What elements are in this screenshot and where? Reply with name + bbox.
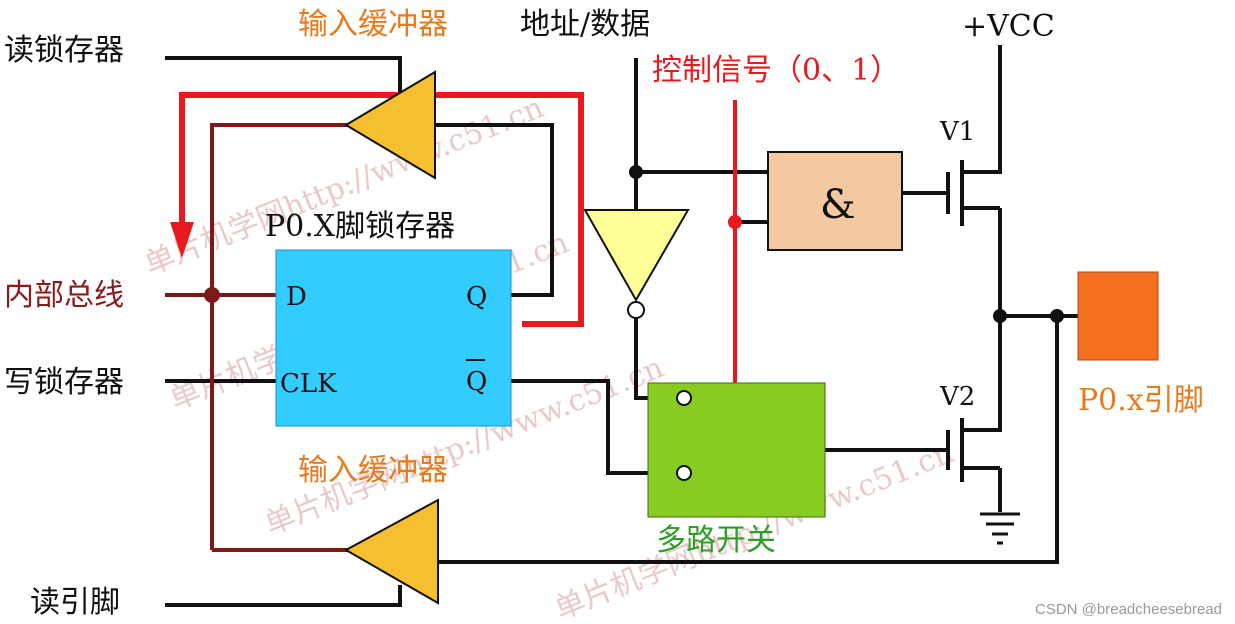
latch-box bbox=[275, 249, 512, 427]
labels: 读锁存器 输入缓冲器 地址/数据 +VCC 控制信号（0、1） V1 P0.X脚… bbox=[4, 7, 1204, 620]
lower-input-buffer bbox=[343, 498, 439, 605]
junction-dot bbox=[1050, 309, 1064, 323]
q-to-upper-buffer-wire bbox=[435, 123, 554, 297]
v2-label: V2 bbox=[939, 382, 975, 412]
pin-q-label: Q bbox=[466, 282, 487, 312]
qbar-to-mux-wire bbox=[511, 379, 685, 475]
highlight-path bbox=[170, 92, 584, 327]
input-buffer-bottom-label: 输入缓冲器 bbox=[298, 453, 448, 488]
junction-dot bbox=[993, 309, 1007, 323]
and-gate-symbol: & bbox=[820, 182, 856, 228]
credit-text: CSDN @breadcheesebread bbox=[1035, 601, 1222, 618]
pin-to-lower-buffer-wire bbox=[438, 316, 1059, 564]
mux-contact-upper bbox=[676, 390, 692, 406]
pin-d-label: D bbox=[286, 282, 307, 312]
read-pin-label: 读引脚 bbox=[30, 585, 120, 620]
inverter-bubble bbox=[627, 301, 645, 319]
internal-bus-label: 内部总线 bbox=[4, 278, 124, 313]
read-pin-wire bbox=[165, 585, 402, 607]
pin-clk-label: CLK bbox=[280, 369, 337, 399]
junction-dot bbox=[204, 287, 220, 303]
p0-pin-label: P0.x引脚 bbox=[1078, 383, 1204, 418]
control-signal-label: 控制信号（0、1） bbox=[652, 53, 900, 88]
signal-wires bbox=[165, 45, 1078, 607]
read-latch-wire bbox=[165, 56, 402, 100]
and-gate bbox=[767, 151, 903, 251]
highlight-wire bbox=[179, 92, 584, 327]
write-latch-label: 写锁存器 bbox=[4, 365, 124, 400]
v2-drain bbox=[962, 412, 1002, 432]
upper-input-buffer bbox=[344, 70, 436, 180]
bus-to-upper-buffer-wire bbox=[210, 123, 350, 550]
input-buffer-top-label: 输入缓冲器 bbox=[298, 7, 448, 42]
read-latch-label: 读锁存器 bbox=[4, 33, 124, 68]
transistor-v1 bbox=[946, 150, 1002, 226]
addr-data-label: 地址/数据 bbox=[520, 7, 650, 42]
v1-label: V1 bbox=[939, 117, 975, 147]
mux-box bbox=[647, 382, 826, 518]
vcc-label: +VCC bbox=[962, 9, 1055, 44]
pin-box bbox=[1077, 271, 1159, 361]
junction-dot bbox=[629, 165, 643, 179]
ground-icon bbox=[980, 512, 1020, 545]
transistor-v2 bbox=[946, 412, 1002, 482]
junction-dot bbox=[728, 215, 742, 229]
internal-bus-wires bbox=[165, 123, 350, 552]
mux-label: 多路开关 bbox=[656, 523, 776, 558]
mux-contact-lower bbox=[676, 465, 692, 481]
inverter bbox=[583, 209, 690, 303]
latch-title-label: P0.X脚锁存器 bbox=[265, 209, 455, 244]
v1-drain bbox=[962, 150, 1002, 174]
highlight-arrow-icon bbox=[170, 222, 194, 258]
pin-qbar-label: Q bbox=[466, 367, 487, 397]
